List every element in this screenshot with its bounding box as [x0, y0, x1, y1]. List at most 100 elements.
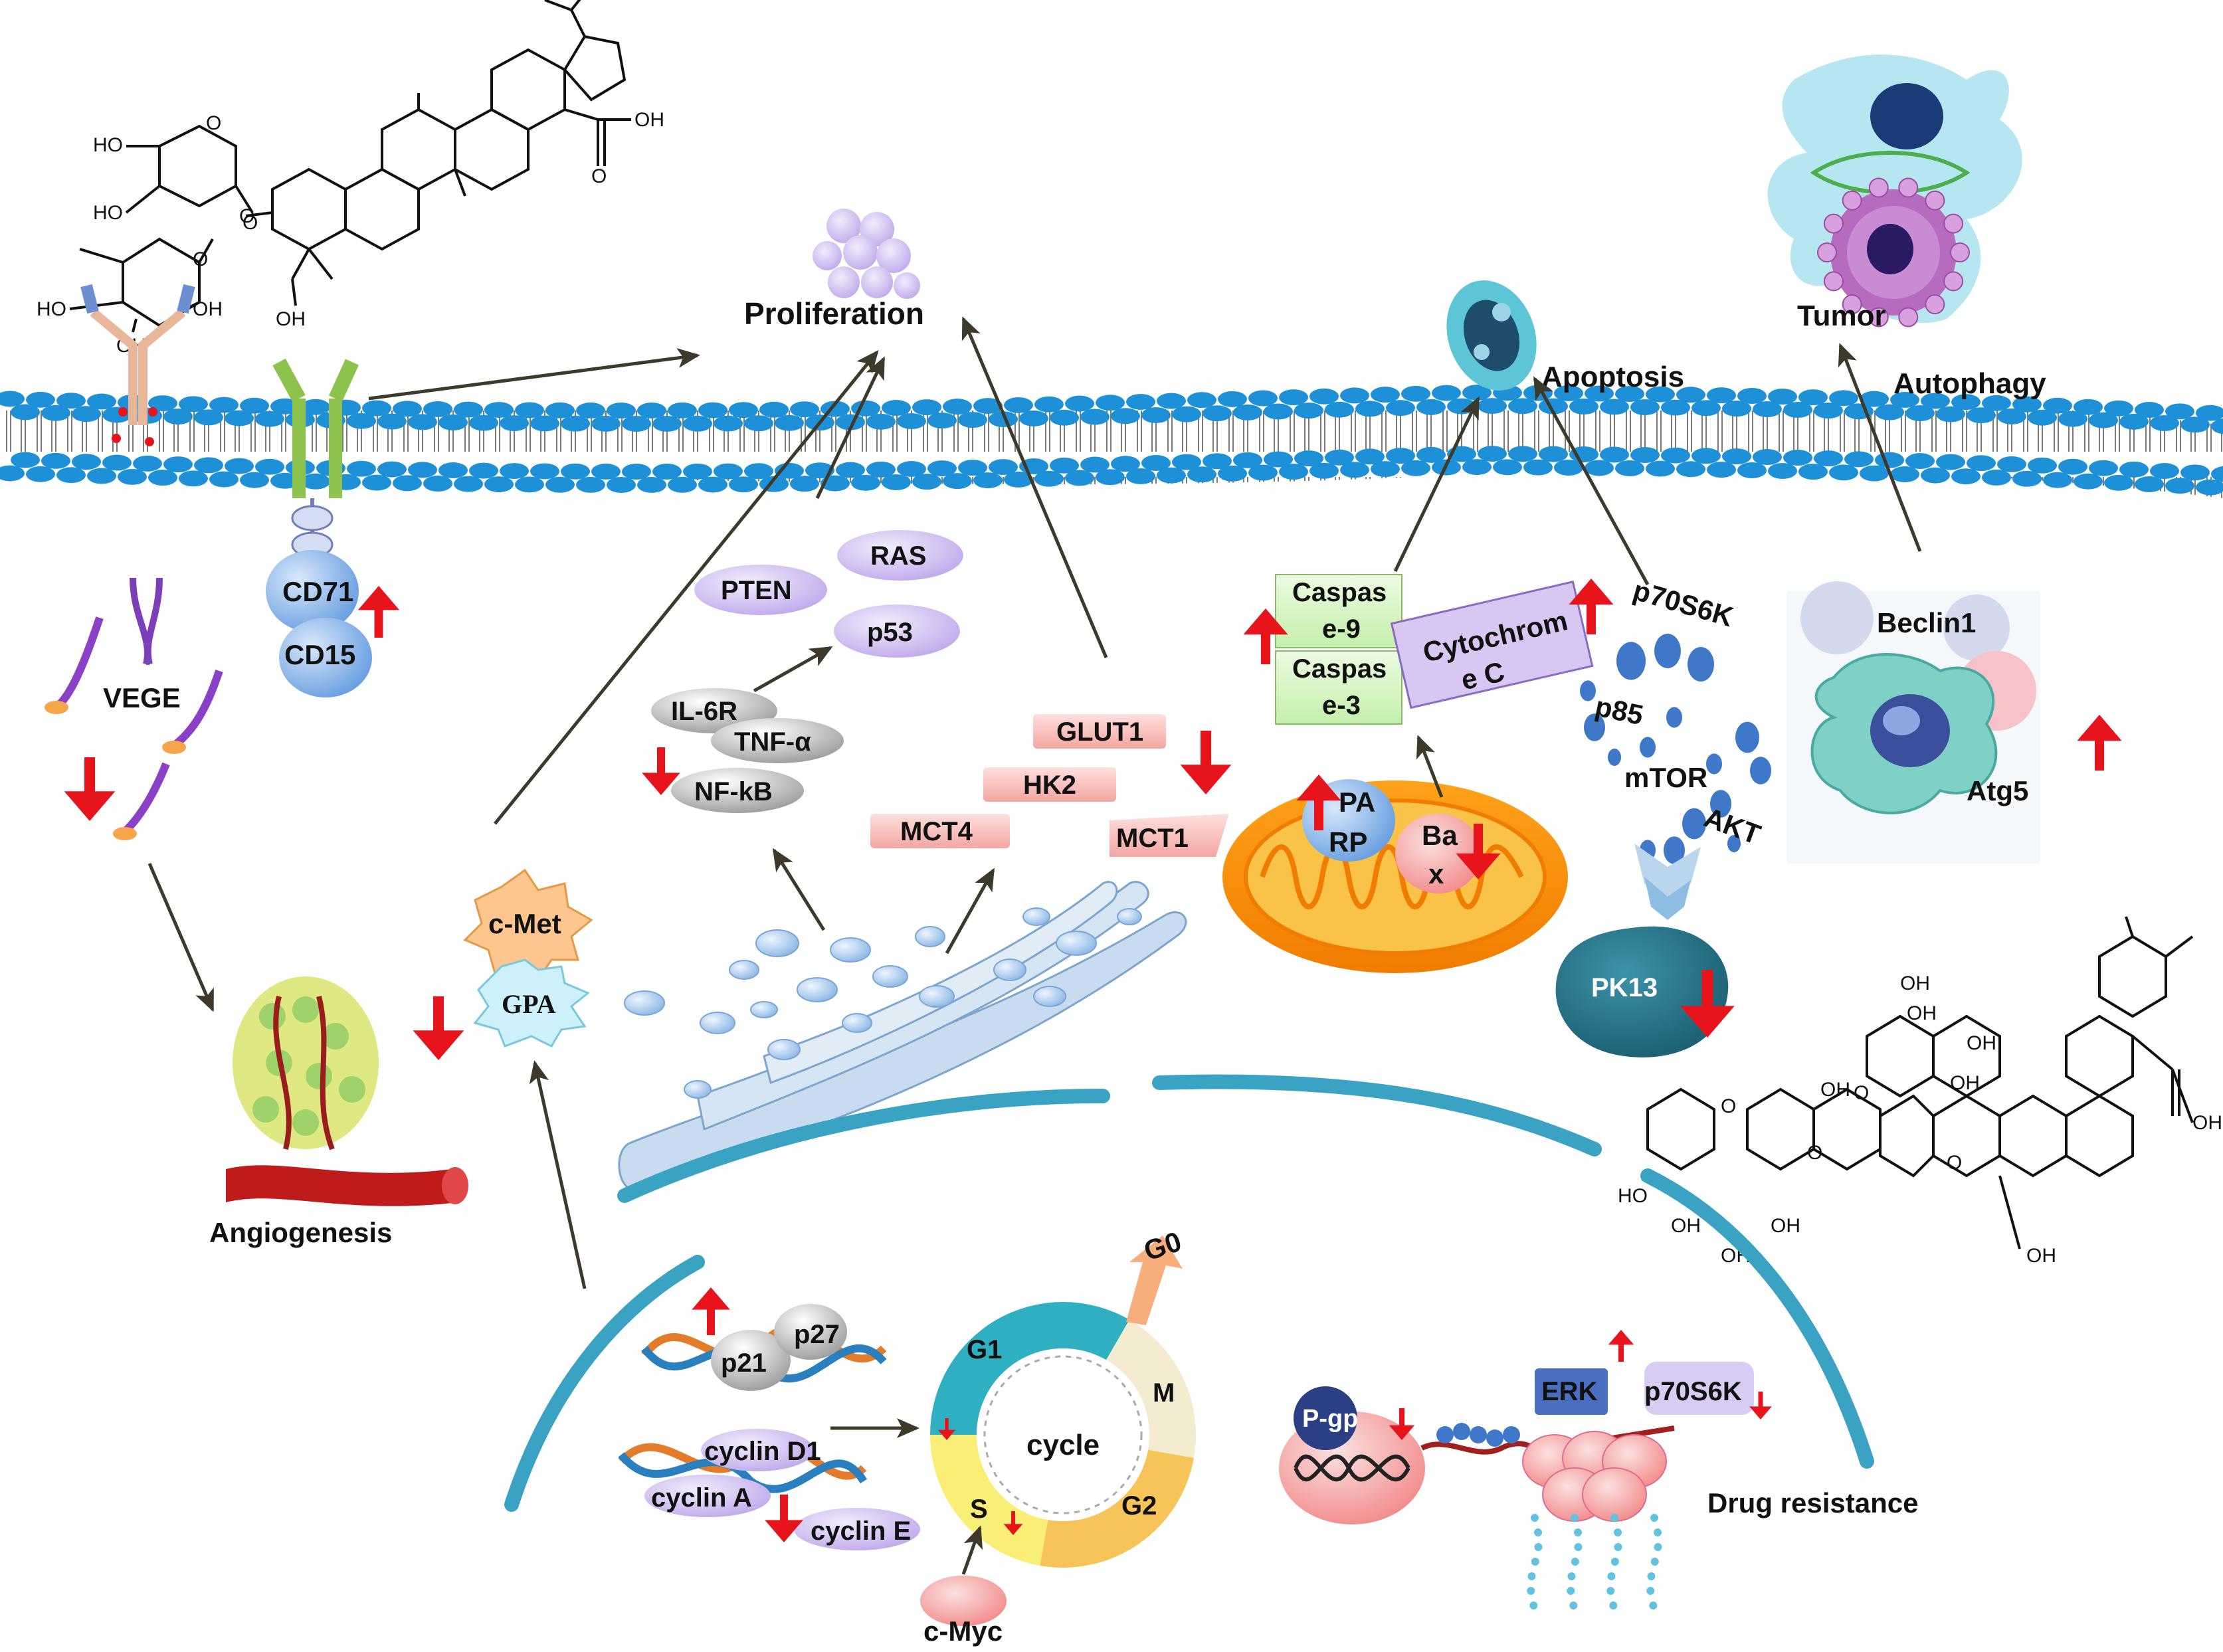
m-label: M — [1153, 1378, 1175, 1408]
vesicle — [797, 977, 838, 1002]
chem-label: O — [242, 212, 258, 234]
lipid-head — [545, 476, 575, 493]
chem-label: OH — [2026, 1245, 2056, 1267]
down-arrow-icon — [1749, 1392, 1772, 1420]
lipid-head — [1905, 453, 1935, 470]
lipid-head — [408, 414, 437, 430]
lipid-head — [1309, 462, 1339, 479]
lipid-head — [943, 473, 972, 490]
cyclin-e-node — [794, 1508, 920, 1550]
lipid-head — [2028, 409, 2057, 426]
tumor-bead — [1943, 271, 1964, 292]
cd71-receptor — [272, 358, 359, 558]
lipid-head — [1401, 460, 1430, 476]
regulation-arrows — [64, 579, 2122, 1542]
lipid-head — [26, 466, 55, 482]
caspase3-box — [1275, 650, 1402, 725]
lipid-head — [1676, 461, 1705, 478]
lipid-head — [1646, 460, 1675, 477]
lipid-head — [652, 463, 682, 480]
lipid-head — [209, 471, 239, 488]
lipid-head — [1844, 451, 1874, 468]
lipid-head — [2043, 472, 2072, 488]
lipid-head — [668, 476, 697, 493]
signal-dot — [1666, 707, 1682, 728]
lipid-head — [1630, 399, 1660, 415]
caspase9-label-line2: e-9 — [1322, 614, 1361, 644]
parp-label-line1: PA — [1339, 786, 1375, 818]
lipid-head — [973, 398, 1003, 414]
lipid-head — [683, 415, 712, 432]
lipid-head — [897, 413, 926, 430]
down-arrow-icon — [1456, 824, 1501, 879]
lipid-head — [484, 476, 514, 493]
vesicle — [915, 926, 945, 947]
g0-arrow — [1126, 1236, 1183, 1325]
lipid-head — [1080, 456, 1110, 473]
lipid-head — [866, 461, 896, 478]
down-arrow-icon — [765, 1495, 803, 1542]
signal-dot — [1727, 835, 1741, 852]
up-arrow-icon — [1608, 1330, 1634, 1362]
lipid-head — [912, 399, 941, 416]
pten-label: PTEN — [721, 576, 792, 605]
lipid-head — [1967, 407, 1996, 424]
gpa-label: GPA — [502, 989, 556, 1019]
nfkb-node — [671, 768, 804, 813]
down-arrow-icon — [1180, 731, 1232, 794]
chem-label: HO — [93, 202, 123, 224]
lipid-head — [2104, 474, 2133, 491]
up-arrow-icon — [1243, 608, 1288, 664]
mtor-label: mTOR — [1624, 762, 1707, 793]
lipid-head — [607, 476, 636, 493]
lipid-head — [698, 476, 727, 493]
chain-bead — [1610, 1514, 1618, 1522]
lipid-head — [194, 409, 223, 426]
lipid-head — [1737, 462, 1767, 479]
lipid-head — [1508, 398, 1537, 414]
signal-dot — [1640, 737, 1656, 758]
cyclin-d1-label: cyclin D1 — [704, 1437, 821, 1466]
hk2-label: HK2 — [1023, 771, 1076, 800]
lipid-head — [1034, 470, 1064, 487]
vesicle — [1022, 907, 1050, 926]
tumor-bead — [1898, 177, 1919, 198]
lipid-head — [790, 476, 819, 492]
p70s6k-resistance-box — [1644, 1362, 1754, 1415]
chem-label: O — [239, 205, 254, 227]
lipid-head — [209, 397, 239, 413]
lipid-head — [1875, 452, 1904, 468]
lipid-head — [2196, 405, 2223, 421]
lipid-head — [148, 470, 177, 486]
resistance-bead — [1453, 1423, 1470, 1440]
ras-node — [837, 530, 963, 581]
lipid-head — [1691, 448, 1721, 464]
chem-label: HO — [93, 134, 123, 156]
lipid-head — [1753, 449, 1782, 466]
lipid-head — [561, 463, 590, 480]
lipid-head — [882, 400, 911, 416]
chem-label: OH — [1671, 1215, 1701, 1237]
tumor-bead — [1950, 242, 1970, 262]
arrow-glut1-to-proliferation — [961, 316, 1108, 658]
lipid-head — [652, 415, 682, 432]
chem-label: OH — [1771, 1215, 1800, 1237]
lipid-head — [454, 401, 483, 418]
down-arrow-icon — [642, 747, 680, 795]
lipid-head — [515, 402, 544, 418]
lipid-head — [1798, 389, 1828, 406]
lipid-head — [637, 476, 666, 493]
proliferation-cell-cluster-icon — [813, 209, 920, 299]
lipid-head — [1248, 390, 1278, 407]
lipid-head — [1676, 387, 1705, 403]
cmet-burst — [463, 868, 593, 982]
lipid-head — [347, 460, 376, 477]
lipid-head — [102, 454, 132, 471]
tumor-bead — [1817, 242, 1837, 262]
lipid-head — [1096, 469, 1125, 486]
lipid-head — [545, 402, 575, 418]
arrow-mito-to-cytc — [1416, 735, 1444, 798]
lipid-head — [1096, 395, 1125, 411]
lipid-head — [1050, 457, 1079, 474]
lipid-head — [866, 413, 896, 430]
